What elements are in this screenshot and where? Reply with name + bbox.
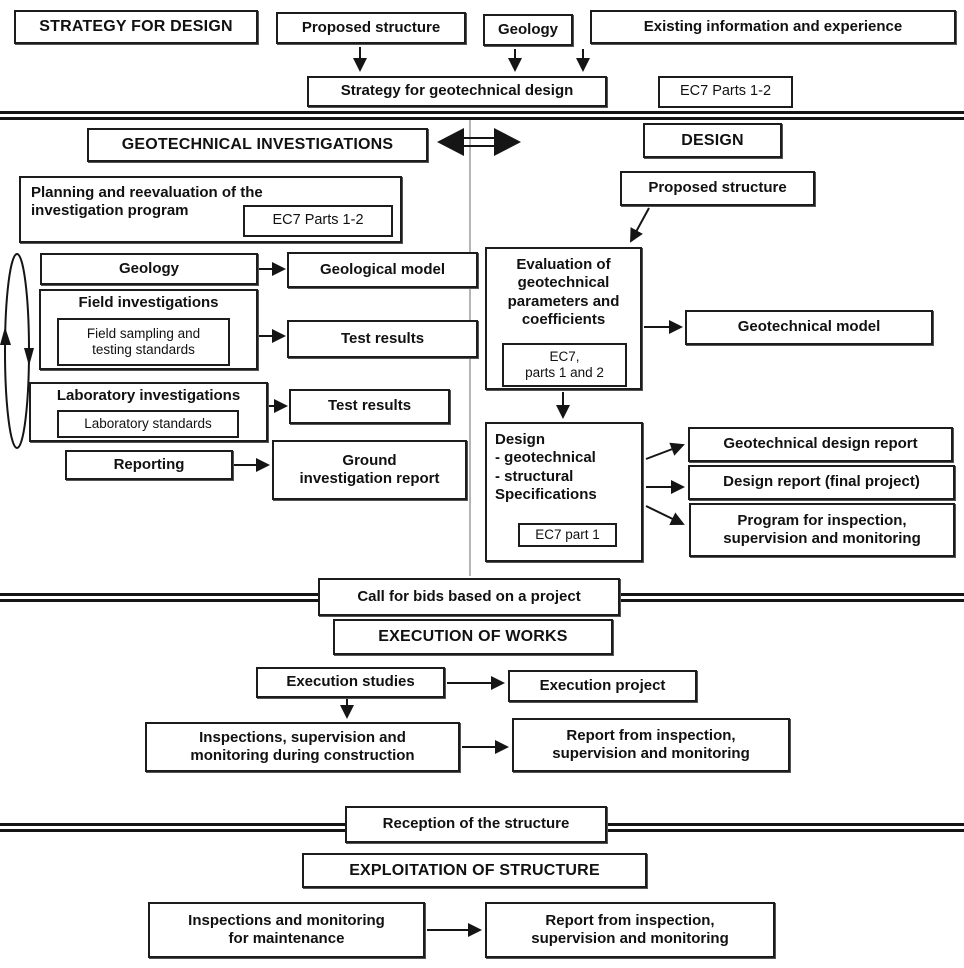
field-standards-box: Field sampling and testing standards [57, 318, 230, 366]
strategy-geotechnical-design-box: Strategy for geotechnical design [307, 76, 607, 107]
geological-model-box: Geological model [287, 252, 478, 288]
loop-down-arrowhead [24, 348, 34, 366]
execution-studies-box: Execution studies [256, 667, 445, 698]
geotechnical-investigations-header: GEOTECHNICAL INVESTIGATIONS [87, 128, 428, 162]
evaluation-ec7-box: EC7, parts 1 and 2 [502, 343, 627, 387]
design-proposed-structure-box: Proposed structure [620, 171, 815, 206]
field-test-results-box: Test results [287, 320, 478, 358]
arrow [645, 442, 685, 460]
geology-investigation-box: Geology [40, 253, 258, 285]
arrow [645, 505, 685, 526]
geotechnical-model-box: Geotechnical model [685, 310, 933, 345]
execution-of-works-header: EXECUTION OF WORKS [333, 619, 613, 655]
program-inspection-box: Program for inspection, supervision and … [689, 503, 955, 557]
design-specifications-label: Design - geotechnical - structural Speci… [495, 431, 597, 503]
laboratory-standards-box: Laboratory standards [57, 410, 239, 438]
existing-information-box: Existing information and experience [590, 10, 956, 44]
lab-test-results-box: Test results [289, 389, 450, 424]
planning-reevaluation-label: Planning and reevaluation of the investi… [31, 184, 263, 220]
ec7-parts-1-2-box: EC7 Parts 1-2 [658, 76, 793, 108]
design-header: DESIGN [643, 123, 782, 158]
field-investigations-label: Field investigations [78, 294, 219, 311]
reporting-box: Reporting [65, 450, 233, 480]
evaluation-parameters-label: Evaluation of geotechnical parameters an… [507, 256, 620, 328]
geology-box: Geology [483, 14, 573, 46]
proposed-structure-box: Proposed structure [276, 12, 466, 44]
section-divider [0, 111, 964, 120]
exploitation-report-box: Report from inspection, supervision and … [485, 902, 775, 958]
design-report-final-box: Design report (final project) [688, 465, 955, 500]
ground-investigation-report-box: Ground investigation report [272, 440, 467, 500]
design-ec7-box: EC7 part 1 [518, 523, 617, 547]
laboratory-investigations-label: Laboratory investigations [56, 387, 241, 404]
planning-ec7-box: EC7 Parts 1-2 [243, 205, 393, 237]
inspections-during-construction-box: Inspections, supervision and monitoring … [145, 722, 460, 772]
execution-report-box: Report from inspection, supervision and … [512, 718, 790, 772]
call-for-bids-box: Call for bids based on a project [318, 578, 620, 616]
maintenance-inspections-box: Inspections and monitoring for maintenan… [148, 902, 425, 958]
arrow [630, 207, 650, 243]
reception-of-structure-box: Reception of the structure [345, 806, 607, 843]
bidirectional-arrow-icon [437, 128, 521, 156]
execution-project-box: Execution project [508, 670, 697, 702]
exploitation-of-structure-header: EXPLOITATION OF STRUCTURE [302, 853, 647, 888]
loop-up-arrowhead [0, 327, 11, 345]
strategy-for-design-header: STRATEGY FOR DESIGN [14, 10, 258, 44]
geotechnical-design-report-box: Geotechnical design report [688, 427, 953, 462]
